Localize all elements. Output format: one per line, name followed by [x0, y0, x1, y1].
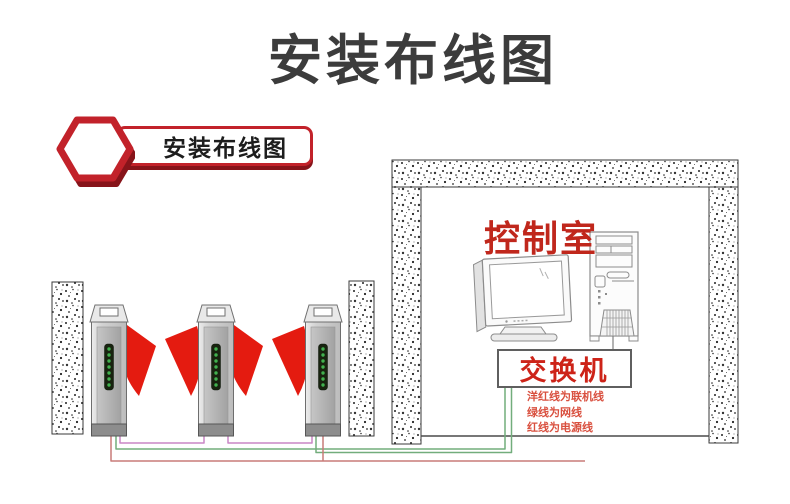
screen-reflection-marks: [539, 267, 549, 279]
card-reader-window: [99, 307, 119, 317]
drive-bay-2: [595, 245, 633, 254]
network-wire-gate3-switch: [315, 388, 513, 454]
drive-bay-1: [595, 235, 633, 245]
badge-hexagon-outline: [56, 116, 134, 182]
flap-barrier-fans: [121, 325, 309, 396]
legend-line-interlink: 洋红线为联机线: [527, 391, 604, 403]
network-wire-gate1-switch: [115, 388, 506, 450]
led-dots: [321, 347, 325, 387]
monitor-base: [490, 333, 558, 342]
passage-pillars: [51, 280, 375, 437]
computer-tower: [589, 231, 639, 349]
vent-grille: [599, 309, 635, 337]
monitor-screen: [489, 260, 565, 320]
turnstile-gate-3: [303, 304, 343, 437]
turnstile-gate-2: [196, 304, 236, 437]
right-wall-pillar: [348, 280, 375, 437]
wire-legend: 洋红线为联机线 绿线为网线 红线为电源线: [527, 390, 604, 437]
wiring: [110, 388, 585, 462]
card-reader-window: [206, 307, 226, 317]
control-room-top-wall: [391, 159, 739, 188]
flap-fan-gate3-left: [272, 326, 309, 396]
led-dots: [107, 347, 111, 387]
power-button: [594, 275, 606, 288]
control-room-label: 控制室: [484, 218, 599, 259]
flap-fan-gate2-right: [228, 325, 263, 396]
legend-line-network: 绿线为网线: [527, 406, 582, 419]
monitor-stand: [499, 326, 547, 335]
switch-label: 交换机: [519, 356, 610, 386]
drive-bay-3: [595, 254, 633, 268]
section-badge-label: 安装布线图: [163, 135, 288, 161]
turnstile-gate-1: [89, 304, 129, 437]
power-wire-main: [110, 428, 585, 462]
indicator-marks: [598, 290, 607, 305]
section-badge: 安装布线图: [116, 126, 313, 166]
led-dots: [214, 347, 218, 387]
flap-fan-gate1-right: [121, 325, 156, 396]
interlink-wire-gate1-gate2: [119, 428, 205, 444]
control-room-walls: [391, 159, 739, 445]
switch-box: 交换机: [497, 349, 632, 388]
crt-monitor: [472, 254, 573, 342]
interlink-wire-gate2-gate3: [227, 428, 313, 444]
control-room-left-wall: [391, 186, 422, 445]
drive-door-handle: [606, 271, 630, 279]
control-room-right-wall: [708, 186, 739, 444]
page-title: 安装布线图: [268, 31, 558, 91]
left-wall-pillar: [51, 281, 84, 435]
card-reader-window: [313, 307, 333, 317]
flap-fan-gate2-left: [165, 326, 202, 396]
legend-line-power: 红线为电源线: [527, 422, 593, 434]
badge-hexagon-icon: [56, 116, 135, 187]
